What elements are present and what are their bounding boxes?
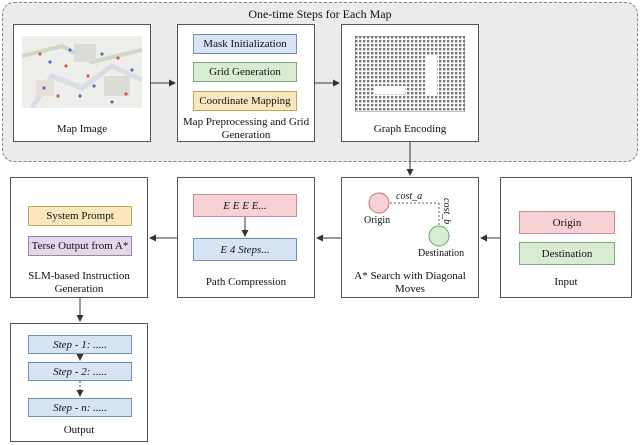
group-title: One-time Steps for Each Map xyxy=(248,7,392,21)
output-step-1: Step - 1: ..... xyxy=(28,335,132,354)
astar-label: A* Search with Diagonal Moves xyxy=(354,270,466,295)
output-step-2: Step - 2: ..... xyxy=(28,362,132,381)
map-image-label: Map Image xyxy=(56,123,108,135)
map-thumbnail xyxy=(22,36,142,108)
system-prompt-box: System Prompt xyxy=(28,206,132,226)
astar-origin-label: Origin xyxy=(364,215,391,226)
mask-initialization-box: Mask Initialization xyxy=(193,34,297,54)
output-step-n: Step - n: ..... xyxy=(28,398,132,417)
input-panel xyxy=(500,177,632,298)
uncompressed-path-box: E E E E... xyxy=(193,194,297,217)
grid-generation-box: Grid Generation xyxy=(193,62,297,82)
preprocessing-label: Map Preprocessing and Grid Generation xyxy=(182,116,310,141)
input-label: Input xyxy=(554,276,578,288)
coordinate-mapping-box: Coordinate Mapping xyxy=(193,91,297,111)
compression-label: Path Compression xyxy=(205,276,287,288)
terse-output-box: Terse Output from A* xyxy=(28,236,132,256)
output-label: Output xyxy=(63,424,95,436)
graph-grid-thumbnail xyxy=(355,36,465,112)
astar-graphic xyxy=(368,192,450,247)
compressed-path-box: E 4 Steps... xyxy=(193,238,297,261)
astar-destination-label: Destination xyxy=(418,248,465,259)
cost-a-label: cost_a xyxy=(396,191,423,202)
graph-encoding-label: Graph Encoding xyxy=(373,123,447,135)
slm-label: SLM-based Instruction Generation xyxy=(28,270,130,295)
input-destination-box: Destination xyxy=(519,242,615,265)
input-origin-box: Origin xyxy=(519,211,615,234)
astar-panel xyxy=(341,177,479,298)
